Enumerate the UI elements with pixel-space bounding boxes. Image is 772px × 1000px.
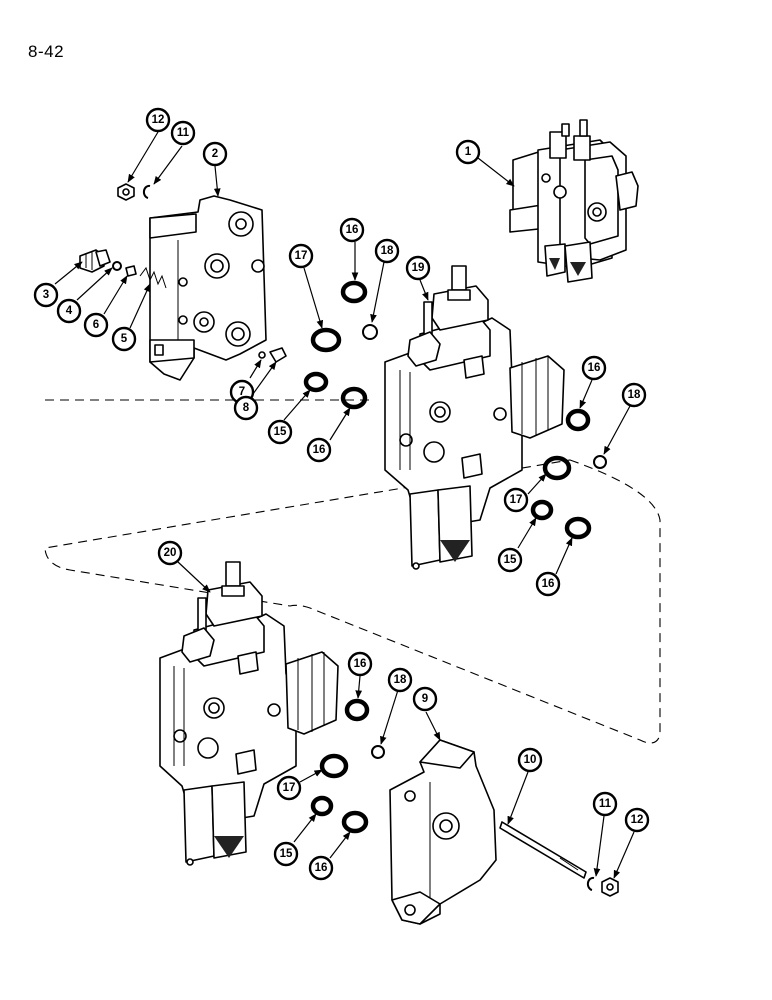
svg-text:10: 10 <box>524 754 537 766</box>
callout-8: 8 <box>233 395 259 421</box>
callout-15-bottom: 15 <box>273 841 299 867</box>
svg-text:9: 9 <box>422 693 428 705</box>
callout-16-d: 16 <box>535 571 561 597</box>
svg-text:16: 16 <box>315 862 328 874</box>
svg-text:8: 8 <box>243 402 250 414</box>
lock-washer-bottom <box>586 876 595 891</box>
callout-16-a: 16 <box>339 217 365 243</box>
svg-text:5: 5 <box>121 333 128 345</box>
callout-16-b: 16 <box>306 437 332 463</box>
tie-rod-nut-top <box>117 183 135 201</box>
callout-4: 4 <box>56 298 82 324</box>
svg-text:16: 16 <box>313 444 326 456</box>
callout-19: 19 <box>405 255 431 281</box>
small-o-ring <box>112 261 122 271</box>
relief-fitting <box>79 249 111 273</box>
svg-text:1: 1 <box>465 146 472 158</box>
valve-section-20 <box>159 561 339 866</box>
callout-18-top: 18 <box>374 238 400 264</box>
svg-text:12: 12 <box>152 114 165 126</box>
callout-6: 6 <box>83 312 109 338</box>
callout-3: 3 <box>33 282 59 308</box>
svg-text:16: 16 <box>542 578 555 590</box>
inlet-end-cover <box>149 195 267 381</box>
svg-text:3: 3 <box>43 289 49 301</box>
callout-18-middle: 18 <box>621 382 647 408</box>
leader-lines <box>54 131 635 879</box>
svg-text:16: 16 <box>346 224 359 236</box>
svg-text:11: 11 <box>177 127 190 139</box>
svg-text:4: 4 <box>66 305 73 317</box>
valve-section-19 <box>384 265 565 570</box>
svg-text:18: 18 <box>394 674 407 686</box>
svg-text:18: 18 <box>381 245 394 257</box>
outlet-end-cover <box>389 739 497 925</box>
svg-text:17: 17 <box>283 782 296 794</box>
svg-text:6: 6 <box>93 319 99 331</box>
lock-washer-top <box>142 184 151 199</box>
callout-9: 9 <box>412 686 438 712</box>
callout-11-bottom: 11 <box>592 791 618 817</box>
svg-text:16: 16 <box>588 362 601 374</box>
callout-16-c: 16 <box>581 355 607 381</box>
assembly-boundary <box>44 399 661 744</box>
valve-assembly-overview <box>509 119 639 283</box>
check-spring <box>139 266 167 289</box>
callout-10: 10 <box>517 747 543 773</box>
callout-15-top: 15 <box>267 419 293 445</box>
callout-16-f: 16 <box>308 855 334 881</box>
plug <box>269 347 287 363</box>
callout-17-top: 17 <box>288 243 314 269</box>
svg-text:17: 17 <box>510 494 523 506</box>
callout-1: 1 <box>455 139 481 165</box>
svg-text:19: 19 <box>412 262 425 274</box>
svg-text:15: 15 <box>504 554 517 566</box>
callout-20: 20 <box>157 540 183 566</box>
svg-text:18: 18 <box>628 389 641 401</box>
seal-rings <box>303 280 607 834</box>
svg-text:20: 20 <box>164 547 177 559</box>
callout-18-bottom: 18 <box>387 667 413 693</box>
svg-text:15: 15 <box>274 426 287 438</box>
callout-15-middle: 15 <box>497 547 523 573</box>
svg-text:16: 16 <box>354 658 367 670</box>
callout-12-bottom: 12 <box>624 807 650 833</box>
callout-12-top: 12 <box>145 107 171 133</box>
callout-11-top: 11 <box>170 120 196 146</box>
callout-5: 5 <box>111 326 137 352</box>
tie-rod <box>499 821 587 879</box>
svg-text:15: 15 <box>280 848 293 860</box>
check-ball <box>258 351 266 359</box>
svg-text:17: 17 <box>295 250 308 262</box>
svg-text:11: 11 <box>599 798 612 810</box>
svg-text:2: 2 <box>212 148 218 160</box>
callout-17-middle: 17 <box>503 487 529 513</box>
tie-rod-nut-bottom <box>601 877 619 897</box>
svg-text:7: 7 <box>239 386 245 398</box>
check-poppet <box>125 265 137 277</box>
callout-2: 2 <box>202 141 228 167</box>
callout-16-e: 16 <box>347 651 373 677</box>
page-number: 8-42 <box>28 42 65 61</box>
svg-text:12: 12 <box>631 814 644 826</box>
callout-17-bottom: 17 <box>276 775 302 801</box>
